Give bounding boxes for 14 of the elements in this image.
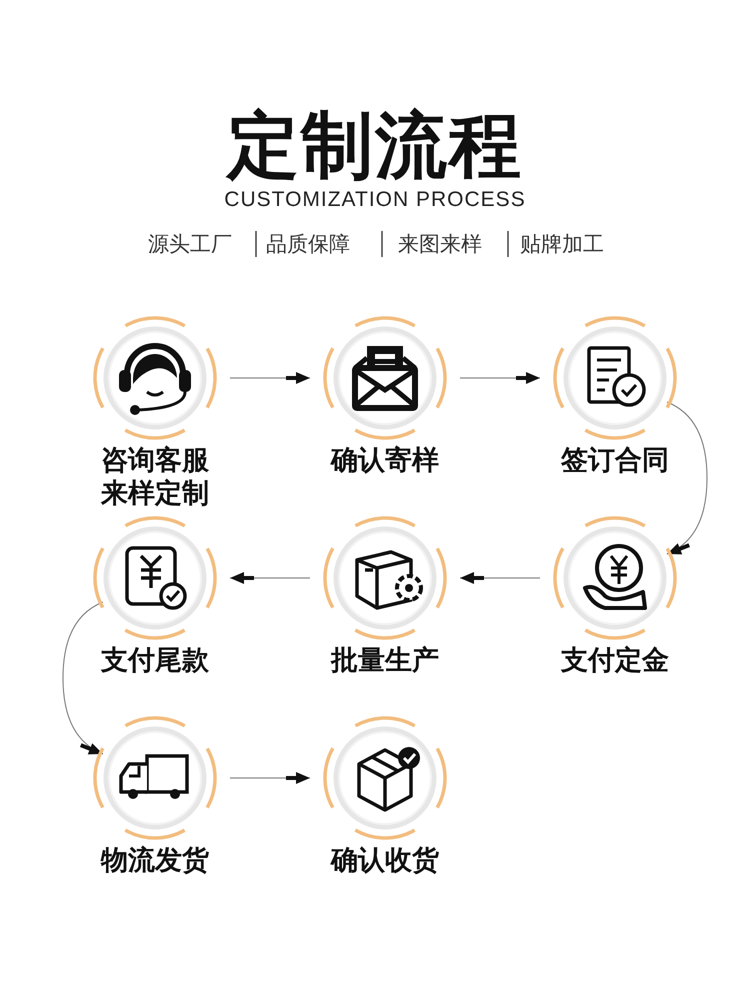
- tagline: 源头工厂: [148, 231, 232, 258]
- title: 定制流程: [224, 102, 524, 189]
- tagline: 品质保障: [266, 231, 350, 258]
- tagline: 来图来样: [398, 231, 482, 258]
- tagline: 贴牌加工: [520, 231, 604, 258]
- step-label: 确认收货: [329, 844, 440, 877]
- step-label: 签订合同: [560, 444, 670, 477]
- step-label: 批量生产: [329, 644, 440, 677]
- step-label: 确认寄样: [329, 444, 440, 477]
- step-label: 支付尾款: [100, 644, 210, 677]
- subtitle: CUSTOMIZATION PROCESS: [223, 187, 527, 213]
- step-label: 咨询客服来样定制: [100, 444, 210, 510]
- step-label: 物流发货: [100, 844, 210, 877]
- step-label: 支付定金: [560, 644, 670, 677]
